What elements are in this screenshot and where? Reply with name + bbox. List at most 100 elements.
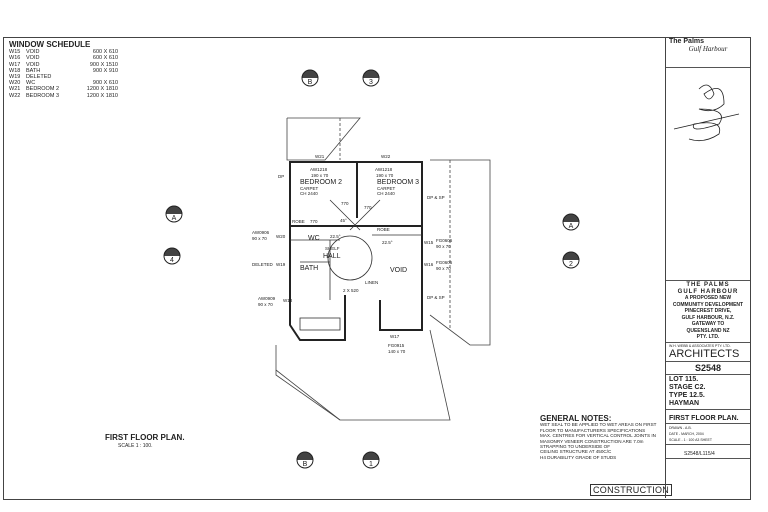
schedule-room: VOID [26,55,40,62]
title-block: The Palms Gulf Harbour THE PALMS GULF HA… [665,37,750,498]
label: W21 [315,154,325,159]
label: 90 x 70 [436,244,451,249]
project-desc: A PROPOSED NEW [684,295,732,301]
plan-title: FIRST FLOOR PLAN. [105,433,185,442]
address: GATEWAY TO [691,321,725,327]
note-line: STRAPPING TO UNDERSIDE OF [540,444,611,450]
drawn-by: DRAWN - A.B. [669,425,692,430]
address: GULF HARBOUR, N.Z. [681,314,735,321]
label: AW1218 [375,167,393,172]
label: 2 X 520 [343,288,359,293]
marker-label: 1 [369,461,373,468]
section-marker-b_top: B [301,69,319,87]
label: FG0915 [388,343,405,348]
schedule-id: W17 [9,61,21,68]
schedule-room: BEDROOM 3 [26,92,60,99]
logo: The Palms Gulf Harbour [666,37,750,68]
marker-label: B [308,79,313,86]
schedule-size: 900 X 610 [92,80,118,87]
logo-line: The Palms [669,38,705,45]
label: W19 [276,262,286,267]
note-line: H4 DURABILITY GRADE OF STUDS [540,454,617,460]
label: DP & SP [427,195,445,200]
label: 45° [340,218,347,223]
schedule-id: W16 [9,55,21,62]
notes-title: GENERAL NOTES: [540,414,612,423]
window-schedule-title: WINDOW SCHEDULE [9,40,91,49]
marker-label: 4 [170,257,174,264]
schedule-size: 1200 X 1810 [86,86,118,93]
signature-area [666,68,750,281]
construction-stamp: CONSTRUCTION [590,484,673,496]
schedule-room: BEDROOM 2 [26,86,60,93]
label: AW0906 [252,230,270,235]
drawing-border [3,37,751,500]
note-line: MAX. CENTRES FOR VERTICAL CONTROL JOINTS… [540,433,656,439]
label: ROBE [377,227,390,232]
room-bedroom-3: BEDROOM 3 [377,179,419,186]
label: 190 x 70 [376,173,394,178]
label: W15 [424,240,434,245]
schedule-size: 600 X 610 [92,55,118,62]
label: 190 x 70 [311,173,329,178]
label: 90 x 70 [252,236,267,241]
firm: W.H. WEBB & ASSOCIATES PTY. LTD. ARCHITE… [666,343,750,362]
schedule-row: W17 VOID 900 X 1510 [9,62,118,68]
label: SHELF [325,246,340,251]
address: PTY. LTD. [696,334,720,340]
room-bedroom-2: BEDROOM 2 [300,179,342,186]
firm-name: W.H. WEBB & ASSOCIATES PTY. LTD. [669,343,731,348]
project-name: THE PALMS [686,282,730,288]
label: 770 [341,201,349,206]
schedule-size: 1200 X 1810 [86,92,118,99]
schedule-id: W19 [9,74,21,81]
project-name: GULF HARBOUR [677,288,739,295]
signature [673,84,740,142]
label: CARPET [377,186,396,191]
project-info: THE PALMS GULF HARBOUR A PROPOSED NEW CO… [666,281,750,343]
marker-label: 3 [369,79,373,86]
label: DELETED [252,262,274,267]
interior-lines [290,199,422,331]
drawing-number: S2548/L115/4 [666,445,750,459]
schedule-id: W20 [9,80,21,87]
schedule-room: WC [26,80,36,87]
label: LINEN [365,280,378,285]
schedule-id: W18 [9,67,21,74]
label: CH 2440 [377,191,395,196]
room-wc: WC [308,235,320,242]
schedule-size: 900 X 1510 [89,61,118,68]
section-marker-n3: 3 [362,69,380,87]
label: W20 [276,234,286,239]
scale: SCALE - 1 : 100 A3 SHEET [669,437,712,442]
type-name: HAYMAN [669,399,700,407]
schedule-room: VOID [26,61,40,68]
label: CARPET [300,186,319,191]
stage: STAGE C2. [669,383,706,391]
label: 22.5° [382,240,393,245]
project-desc: COMMUNITY DEVELOPMENT [672,301,744,308]
type: TYPE 12.5. [669,391,705,399]
label: W22 [381,154,391,159]
drawing-title: FIRST FLOOR PLAN. [666,410,750,424]
schedule-size: 600 X 610 [92,49,118,56]
logo-line: Gulf Harbour [688,45,728,53]
label: 90 x 70 [258,302,273,307]
marker-label: B [303,461,308,468]
room-bath: BATH [300,265,318,272]
room-void: VOID [390,267,407,274]
date: DATE - MARCH, 2004 [669,431,704,436]
general-notes: GENERAL NOTES: WET SEAL TO BE APPLIED TO… [540,414,665,460]
project-number: S2548 [666,362,750,375]
schedule-room: DELETED [26,74,52,81]
drawing-meta: DRAWN - A.B. DATE - MARCH, 2004 SCALE - … [666,424,750,445]
plan-labels: AW1218 190 x 70 BEDROOM 2 CARPET CH 2440… [252,154,453,354]
plan-scale: SCALE 1 : 100. [118,443,153,449]
firm-logo: ARCHITECTS [669,347,740,360]
marker-label: 2 [569,261,573,268]
